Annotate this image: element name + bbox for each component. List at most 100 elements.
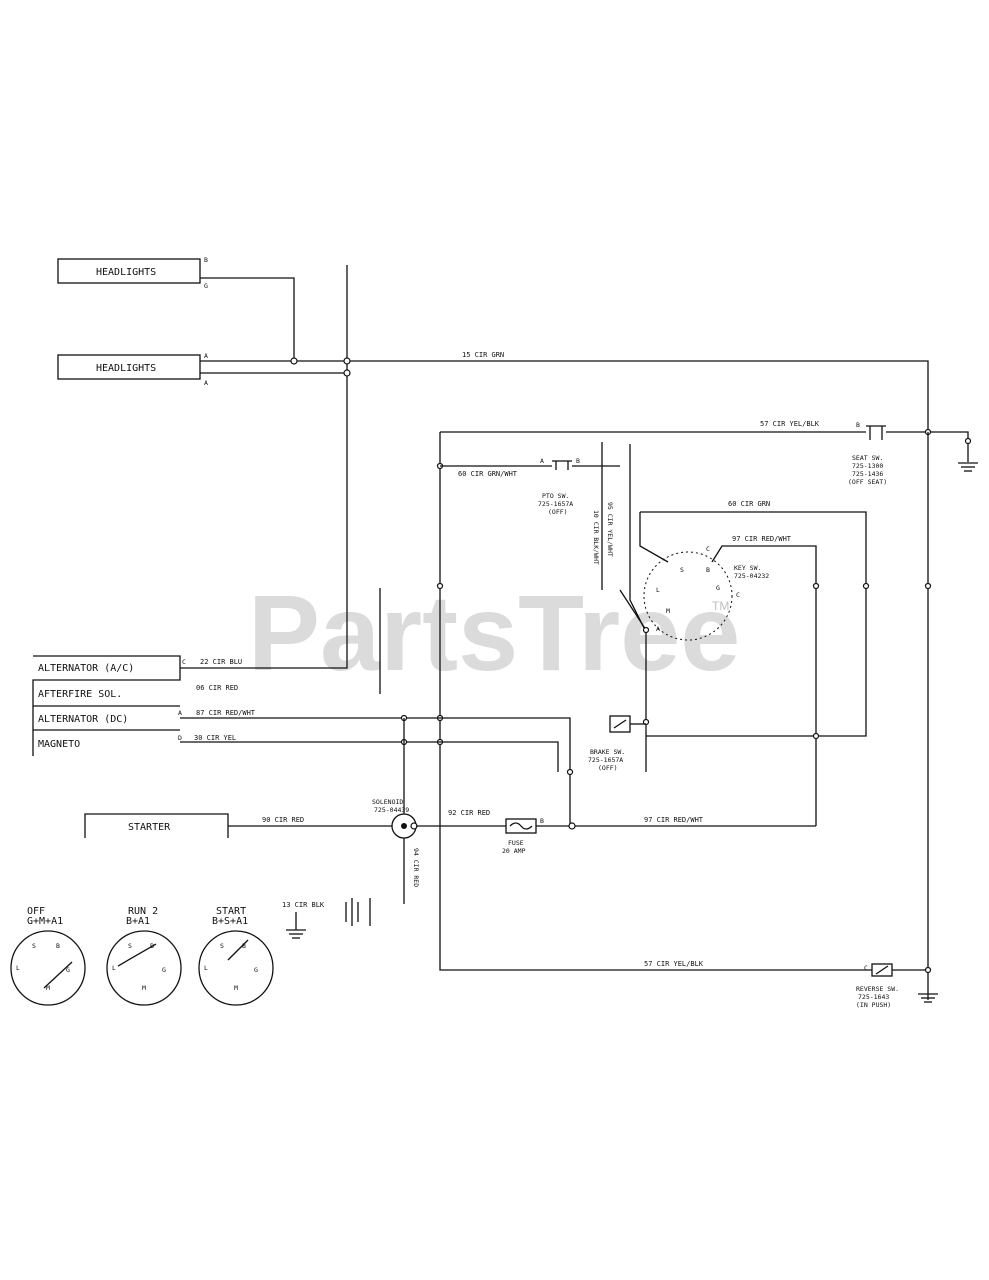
seat-switch-state: (OFF SEAT): [848, 478, 887, 486]
wire-97-key: [711, 545, 817, 826]
watermark-brand: PartsTree: [248, 572, 740, 693]
brake-switch: BRAKE SW. 725-1657A (OFF): [588, 715, 646, 772]
key-off-l: L: [16, 964, 20, 972]
connector-frame: [32, 655, 181, 756]
watermark-tm: TM: [712, 599, 729, 613]
starter-label: STARTER: [128, 822, 171, 833]
key-term-c2: C: [706, 545, 710, 553]
solenoid-label: SOLENOID: [372, 798, 403, 806]
wire-label-13: 13 CIR BLK: [282, 901, 325, 909]
wire-label-90: 90 CIR RED: [262, 816, 304, 824]
key-position-off: OFF G+M+A1 S B L G M: [10, 906, 86, 1006]
key-switch-ring: [643, 551, 733, 641]
solenoid-center: [401, 823, 407, 829]
fuse: B FUSE 20 AMP: [502, 817, 544, 855]
fuse-element: [509, 822, 533, 830]
seat-switch-part1: 725-1300: [852, 462, 883, 470]
key-switch-part: 725-04232: [734, 572, 769, 580]
starter: STARTER: [84, 813, 229, 838]
headlights-bottom: HEADLIGHTS A A: [57, 352, 208, 387]
node: [566, 768, 574, 776]
node: [290, 357, 298, 365]
reverse-switch: C REVERSE SW. 725-1643 (IN PUSH): [856, 963, 899, 1009]
wire-label-87: 87 CIR RED/WHT: [196, 709, 256, 717]
reverse-switch-state: (IN PUSH): [856, 1001, 891, 1009]
solenoid: SOLENOID 725-04439: [372, 798, 418, 839]
key-start-g: G: [254, 966, 258, 974]
seat-switch-label: SEAT SW.: [852, 454, 883, 462]
headlights-top-box: [57, 258, 201, 284]
key-switch: S B G C C L M A KEY SW. 725-04232: [643, 545, 769, 641]
alternator-dc-label: ALTERNATOR (DC): [38, 714, 128, 725]
key-term-b: B: [706, 566, 710, 574]
reverse-switch-part: 725-1643: [858, 993, 889, 1001]
ground-symbol: [286, 912, 306, 939]
seat-switch: B SEAT SW. 725-1300 725-1436 (OFF SEAT): [848, 421, 887, 486]
headlights-bottom-term-a1: A: [204, 352, 208, 360]
brake-switch-label: BRAKE SW.: [590, 748, 625, 756]
magneto-term-d: D: [178, 734, 182, 742]
node: [343, 357, 351, 365]
wire-15-grn: [200, 360, 929, 432]
wire-label-60-wht: 60 CIR GRN/WHT: [458, 470, 518, 478]
key-off-b: B: [56, 942, 60, 950]
wire-label-97-bottom: 97 CIR RED/WHT: [644, 816, 704, 824]
wire-label-15: 15 CIR GRN: [462, 351, 504, 359]
node: [862, 582, 870, 590]
headlights-top: HEADLIGHTS B G: [57, 256, 208, 290]
wire-label-06: 06 CIR RED: [196, 684, 238, 692]
wire-label-94: 94 CIR RED: [412, 848, 420, 887]
key-off-title: OFF: [27, 906, 45, 917]
key-run-g: G: [162, 966, 166, 974]
wire-label-22: 22 CIR BLU: [200, 658, 242, 666]
reverse-term-c: C: [864, 964, 868, 972]
key-term-c: C: [736, 591, 740, 599]
key-position-start: START B+S+A1 S B L G M: [198, 906, 274, 1006]
battery: [345, 898, 371, 926]
key-start-m: M: [234, 984, 238, 992]
wire-30: [180, 741, 559, 772]
key-run-title: RUN 2: [128, 906, 158, 917]
wire-60-grn: [640, 511, 867, 737]
key-switch-label: KEY SW.: [734, 564, 761, 572]
brake-switch-state: (OFF): [598, 764, 618, 772]
key-off-g: G: [66, 966, 70, 974]
node: [436, 582, 444, 590]
wire-57-loop: [439, 432, 928, 971]
key-start-s: S: [220, 942, 224, 950]
wire-label-92: 92 CIR RED: [448, 809, 490, 817]
wire-to-key-a: [619, 589, 647, 631]
wire-headlight-g: [200, 277, 295, 360]
wire-60-to-key: [639, 512, 669, 563]
alternator-ac-label: ALTERNATOR (A/C): [38, 663, 134, 674]
key-run-m: M: [142, 984, 146, 992]
key-term-s: S: [680, 566, 684, 574]
pto-switch-state: (OFF): [548, 508, 568, 516]
node: [642, 626, 650, 634]
key-run-dial: [106, 930, 182, 1006]
wire-label-60-grn: 60 CIR GRN: [728, 500, 770, 508]
seat-switch-part2: 725-1436: [852, 470, 883, 478]
headlights-top-term-b: B: [204, 256, 208, 264]
key-off-dial: [10, 930, 86, 1006]
key-start-title: START: [216, 906, 246, 917]
brake-switch-part: 725-1657A: [588, 756, 623, 764]
solenoid-part: 725-04439: [374, 806, 409, 814]
pto-switch-part: 725-1657A: [538, 500, 573, 508]
reverse-switch-label: REVERSE SW.: [856, 985, 899, 993]
wire-87: [180, 717, 571, 826]
fuse-label: FUSE: [508, 839, 524, 847]
wire-ground-bus: [180, 265, 348, 669]
key-run-sub: B+A1: [126, 916, 150, 927]
pto-term-a: A: [540, 457, 544, 465]
wire-label-95: 95 CIR YEL/WHT: [606, 502, 614, 557]
seat-switch-term-b: B: [856, 421, 860, 429]
key-start-l: L: [204, 964, 208, 972]
key-term-a: A: [656, 625, 660, 633]
wire-label-10: 10 CIR BLK/WHT: [592, 510, 600, 565]
ground-symbol: [958, 462, 978, 472]
alt-ac-term-c: C: [182, 658, 186, 666]
key-run-b: B: [150, 942, 154, 950]
key-term-m: M: [666, 607, 670, 615]
